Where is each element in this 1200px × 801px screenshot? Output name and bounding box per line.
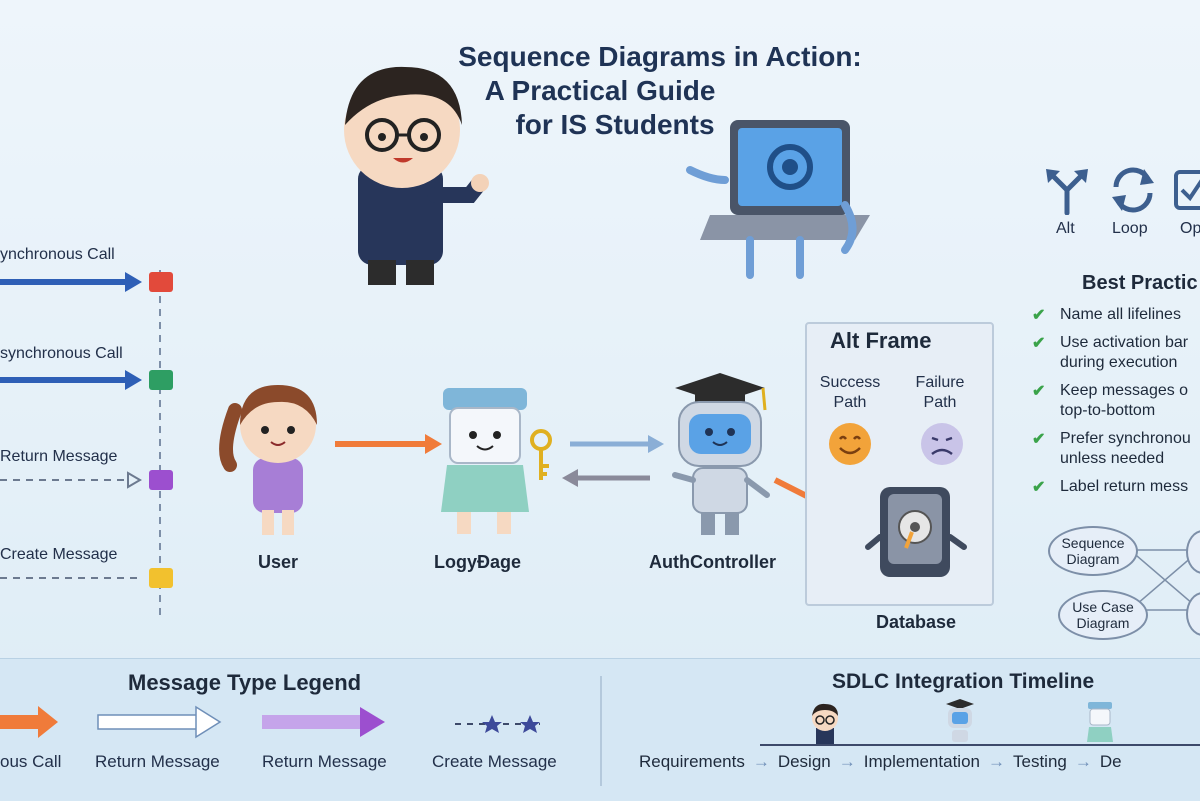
legend-arrows	[0, 705, 540, 739]
loop-fragment-icon	[1112, 167, 1154, 213]
participant-login-page: LogyÐage	[434, 552, 522, 572]
best-practices-list: ✔ Name all lifelines ✔ Use activation ba…	[1032, 305, 1200, 497]
check-icon: ✔	[1032, 307, 1046, 324]
alt-success-label: Success Path	[819, 374, 881, 411]
check-icon: ✔	[1032, 431, 1046, 448]
msg-type-label-4: Create Message	[0, 546, 118, 563]
page-title: Sequence Diagrams in Action: A Practical…	[440, 40, 880, 142]
login-page-character	[441, 388, 552, 534]
participant-database: Database	[876, 612, 957, 632]
participant-auth-controller: AuthController	[649, 552, 776, 572]
msg-type-label-1: ynchronous Call	[0, 246, 115, 263]
alt-failure-label: Failure Path	[915, 374, 965, 411]
timeline-avatar-login-page	[1087, 702, 1113, 742]
participant-user: User	[258, 552, 299, 572]
best-practice-item: Prefer synchronou unless needed	[1060, 430, 1191, 467]
check-icon: ✔	[1032, 479, 1046, 496]
timeline-step: Testing	[1012, 752, 1067, 771]
timeline-avatar-robot	[946, 699, 974, 742]
use-case-diagram-node: Use Case Diagram	[1058, 590, 1148, 640]
timeline-bar	[760, 744, 1200, 746]
best-practice-item: Label return mess	[1060, 478, 1189, 495]
teacher-illustration	[344, 66, 489, 285]
title-line-3: for IS Students	[515, 109, 715, 140]
opt-fragment-icon	[1174, 170, 1200, 210]
timeline-step: Implementation	[863, 752, 980, 771]
arrow-right-icon: →	[1074, 752, 1092, 771]
timeline-step: Requirements	[639, 752, 745, 771]
database-character	[865, 487, 967, 577]
message-types-panel	[0, 270, 173, 620]
msg-type-label-2: synchronous Call	[0, 345, 123, 362]
legend-label-4: Create Message	[432, 752, 557, 771]
timeline-steps: Requirements → Design → Implementation →…	[639, 752, 1122, 772]
fragment-alt-label: Alt	[1056, 220, 1075, 237]
timeline-avatar-teacher	[812, 703, 838, 744]
timeline-heading: SDLC Integration Timeline	[832, 670, 1095, 693]
legend-label-3: Return Message	[262, 752, 387, 771]
title-line-1: Sequence Diagrams in Action:	[458, 41, 862, 72]
failure-sad-face-icon	[921, 423, 963, 465]
best-practices-heading: Best Practic	[1082, 272, 1198, 294]
check-icon: ✔	[1032, 335, 1046, 352]
legend-label-1: ous Call	[0, 752, 62, 771]
arrow-right-icon: →	[752, 752, 770, 771]
fragment-opt-label: Op	[1180, 220, 1200, 237]
msg-type-label-3: Return Message	[0, 448, 118, 465]
best-practice-item: Keep messages o top-to-bottom	[1060, 382, 1189, 419]
user-character	[219, 385, 317, 535]
sequence-diagram-node: Sequence Diagram	[1048, 526, 1138, 576]
arrow-right-icon: →	[838, 752, 856, 771]
timeline-step: De	[1099, 752, 1122, 771]
auth-controller-character	[672, 373, 770, 535]
alt-fragment-icon	[1046, 169, 1088, 215]
legend-heading: Message Type Legend	[128, 670, 362, 695]
timeline-step: Design	[777, 752, 831, 771]
alt-frame-title: Alt Frame	[830, 328, 932, 353]
panel-divider	[600, 676, 602, 786]
sequence-messages	[335, 434, 868, 526]
arrow-right-icon: →	[987, 752, 1005, 771]
legend-label-2: Return Message	[95, 752, 220, 771]
best-practice-item: Use activation bar during execution	[1060, 334, 1189, 371]
title-line-2: A Practical Guide	[484, 75, 716, 106]
success-smiley-icon	[829, 423, 871, 465]
check-icon: ✔	[1032, 383, 1046, 400]
fragment-loop-label: Loop	[1112, 220, 1148, 237]
best-practice-item: Name all lifelines	[1060, 306, 1181, 323]
laptop-illustration	[686, 120, 870, 279]
